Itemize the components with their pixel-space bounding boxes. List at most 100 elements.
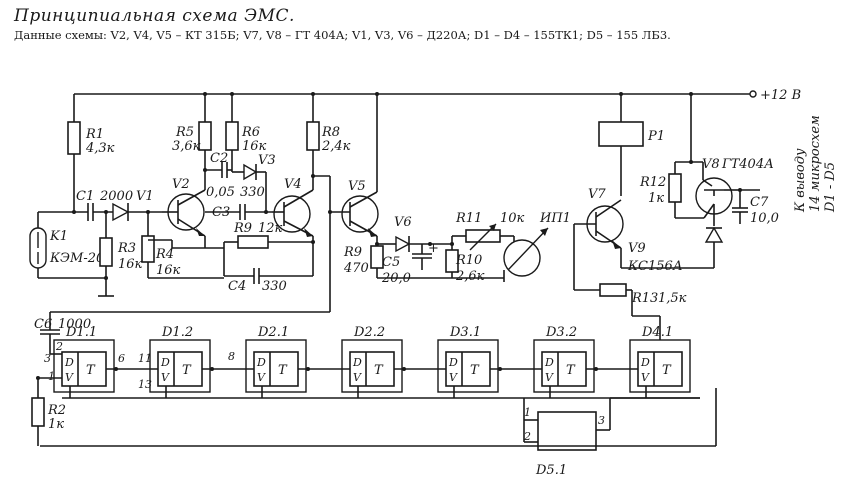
- c7-label: C7: [750, 195, 769, 210]
- cell-d-label: D: [640, 356, 650, 369]
- r4-value: 16к: [156, 263, 181, 278]
- cell-d-label: D: [448, 356, 458, 369]
- r3-label: R3: [117, 241, 136, 256]
- v9-label: V9: [628, 241, 646, 256]
- k1-label: K1: [49, 229, 68, 244]
- r5-value: 3,6к: [172, 139, 201, 154]
- resistor-r10: [445, 244, 459, 278]
- flip-flop-label: D1.1: [65, 325, 97, 340]
- flip-flop-label: D2.2: [353, 325, 385, 340]
- supply-rail: [74, 90, 757, 98]
- v4-label: V4: [284, 177, 302, 192]
- cell-t-label: T: [470, 363, 480, 378]
- resistor-r11: [451, 223, 515, 251]
- pin-11: 11: [138, 352, 152, 365]
- output-note-line3: D1 - D5: [823, 162, 838, 213]
- cell-t-label: T: [566, 363, 576, 378]
- resistor-r13: [599, 283, 660, 317]
- flip-flop-label: D3.1: [449, 325, 481, 340]
- cell-d-label: D: [352, 356, 362, 369]
- flip-flop-label: D2.1: [257, 325, 289, 340]
- r8-label: R8: [321, 125, 340, 140]
- k1-value: КЭМ-20: [49, 251, 104, 266]
- diode-v1: [112, 202, 162, 222]
- v5-label: V5: [348, 179, 366, 194]
- ip1-label: ИП1: [539, 211, 571, 226]
- capacitor-c5: [412, 244, 432, 270]
- v9-value: КС156А: [627, 259, 683, 274]
- meter-ip1: [503, 227, 549, 282]
- r13-value: 1,5к: [658, 291, 687, 306]
- resistor-r9: [370, 242, 393, 278]
- cell-v-label: V: [161, 371, 170, 384]
- input-line: [37, 210, 106, 279]
- pin-3: 3: [44, 352, 51, 365]
- r8-value: 2,4к: [321, 139, 351, 154]
- cell-v-label: V: [65, 371, 74, 384]
- cell-v-label: V: [641, 371, 650, 384]
- page-title: Принципиальная схема ЭМС.: [14, 6, 295, 26]
- r9b-label: R9: [233, 221, 252, 236]
- transistor-v7: [573, 199, 624, 290]
- c2-label: C2: [210, 151, 228, 166]
- r4-label: R4: [155, 247, 174, 262]
- output-note-line1: К выводу: [793, 148, 808, 213]
- c3-label: C3: [212, 205, 230, 220]
- capacitor-c1: [87, 203, 113, 221]
- d5-pin-3: 3: [598, 414, 605, 427]
- v6-label: V6: [394, 215, 412, 230]
- zener-v8: [704, 226, 724, 268]
- r3-value: 16к: [118, 257, 143, 272]
- d5-pin-2: 2: [523, 430, 531, 443]
- r11-value: 10к: [500, 211, 525, 226]
- cell-v-label: V: [353, 371, 362, 384]
- r13-label: R13: [631, 291, 658, 306]
- diode-v3: [232, 163, 267, 212]
- flip-flop-label: D3.2: [545, 325, 577, 340]
- d5-label: D5.1: [535, 463, 567, 478]
- resistor-r3: [98, 210, 114, 297]
- pin-6: 6: [118, 352, 125, 365]
- r12-label: R12: [639, 175, 666, 190]
- capacitor-c4: [224, 268, 314, 284]
- cell-d-label: D: [256, 356, 266, 369]
- r5-label: R5: [175, 125, 194, 140]
- output-note: К выводу 14 микросхем D1 - D5: [793, 115, 838, 213]
- r11-label: R11: [455, 211, 482, 226]
- c1-label: C1: [76, 189, 94, 204]
- pin-1: 1: [48, 370, 55, 383]
- resistor-r9-feedback: [205, 235, 315, 276]
- cell-t-label: T: [374, 363, 384, 378]
- v1-label: V1: [136, 189, 154, 204]
- relay-p1: [598, 94, 644, 196]
- resistor-r4: [141, 212, 172, 278]
- r6-value: 16к: [242, 139, 267, 154]
- c6-value: 1000: [58, 317, 91, 332]
- resistor-r1: [67, 94, 81, 212]
- transistor-v5: [341, 94, 379, 244]
- capacitor-c7: [732, 188, 760, 224]
- v7-label: V7: [588, 187, 606, 202]
- cell-d-label: D: [544, 356, 554, 369]
- v2-label: V2: [172, 177, 190, 192]
- resistor-r5: [198, 94, 222, 180]
- gate-d5: [524, 411, 610, 451]
- capacitor-c6: [40, 329, 62, 355]
- c2-value: 0,05: [206, 185, 235, 200]
- trigger-link: [49, 311, 330, 330]
- diode-v6: [393, 235, 454, 253]
- cell-d-label: D: [160, 356, 170, 369]
- capacitor-c3: [205, 204, 272, 220]
- transistor-v2: [162, 180, 206, 248]
- cell-t-label: T: [278, 363, 288, 378]
- r1-label: R1: [85, 127, 104, 142]
- cell-v-label: V: [449, 371, 458, 384]
- c4-value: 330: [262, 279, 287, 294]
- r2-value: 1к: [48, 417, 64, 432]
